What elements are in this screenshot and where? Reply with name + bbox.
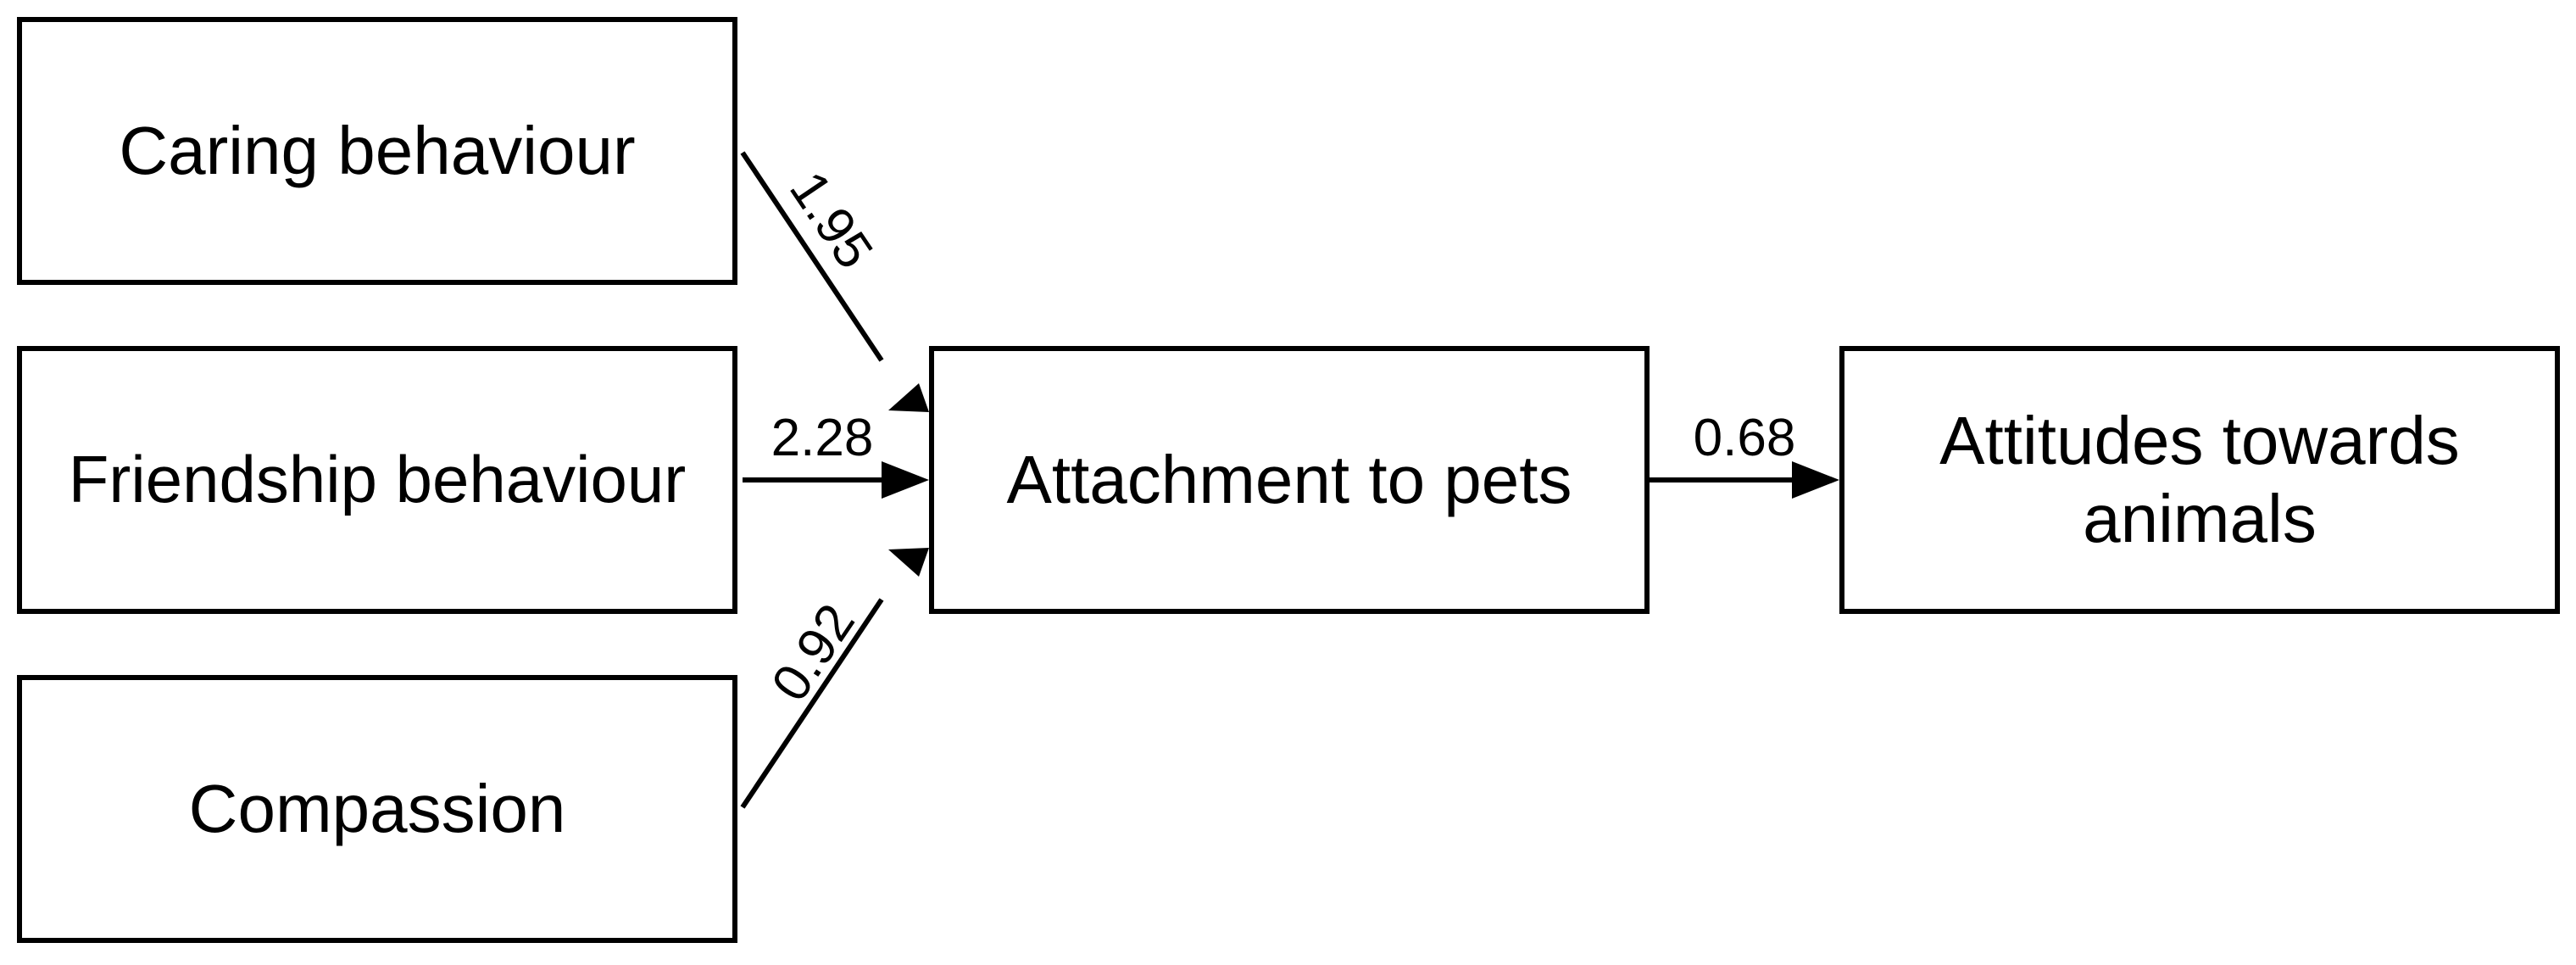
node-attitudes-towards-animals-label: Attitudes towards animals: [1939, 403, 2460, 556]
edge-label-attachment-to-attitudes: 0.68: [1693, 409, 1796, 467]
node-friendship-behaviour-label: Friendship behaviour: [68, 442, 687, 517]
arrow-friendship-to-attachment: [743, 461, 929, 499]
arrow-compassion-to-attachment: [740, 548, 929, 809]
edge-label-friendship-to-attachment: 2.28: [771, 409, 874, 467]
arrow-caring-to-attachment: [740, 151, 929, 412]
node-attitudes-towards-animals: Attitudes towards animals: [1839, 346, 2560, 614]
node-attachment-to-pets-label: Attachment to pets: [1006, 442, 1572, 517]
node-compassion: Compassion: [17, 675, 737, 943]
arrow-attachment-to-attitudes: [1650, 461, 1839, 499]
node-friendship-behaviour: Friendship behaviour: [17, 346, 737, 614]
node-caring-behaviour: Caring behaviour: [17, 17, 737, 285]
node-compassion-label: Compassion: [188, 771, 566, 846]
node-attachment-to-pets: Attachment to pets: [929, 346, 1650, 614]
node-caring-behaviour-label: Caring behaviour: [119, 113, 636, 188]
